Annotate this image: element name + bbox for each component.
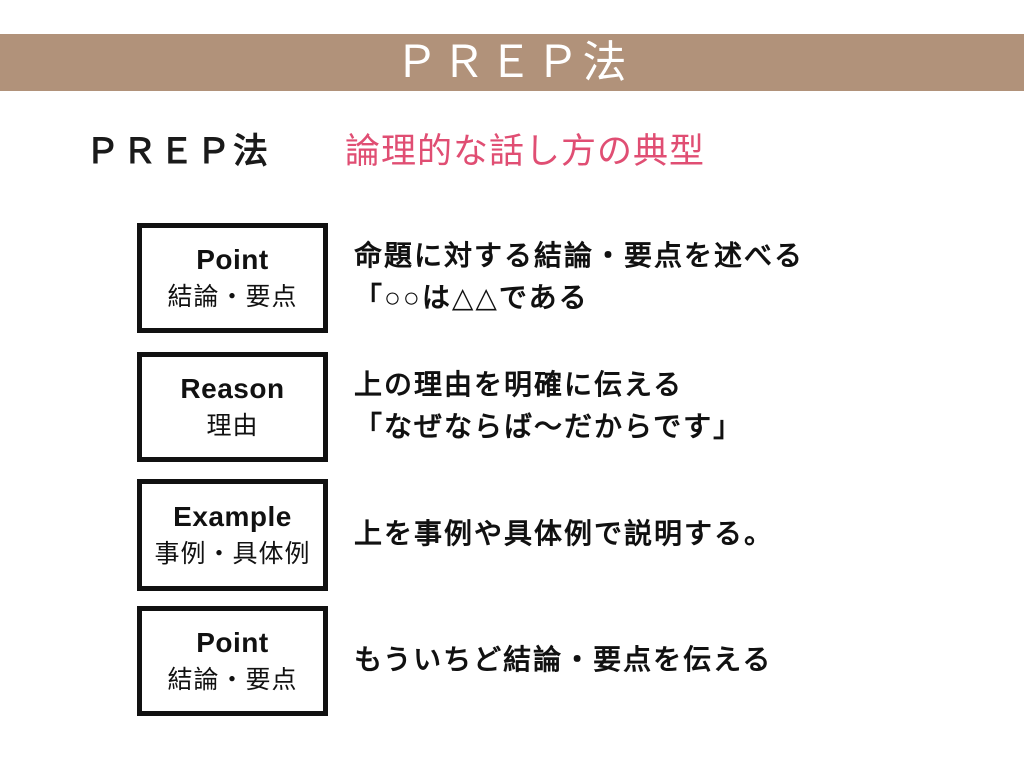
step-label-ja: 結論・要点	[167, 282, 298, 311]
step-label-en: Point	[196, 243, 269, 275]
heading-subtitle: 論理的な話し方の典型	[345, 132, 706, 171]
step-description-line: 上を事例や具体例で説明する。	[354, 519, 775, 550]
step-description-line: 「○○は△△である	[354, 283, 589, 314]
step-label-ja: 理由	[206, 411, 259, 440]
step-box-example: Example 事例・具体例	[137, 479, 328, 591]
step-label-ja: 事例・具体例	[154, 539, 311, 568]
step-row-point-1: Point 結論・要点 命題に対する結論・要点を述べる 「○○は△△である	[137, 223, 804, 333]
step-description: 命題に対する結論・要点を述べる 「○○は△△である	[354, 236, 804, 320]
step-label-en: Reason	[180, 372, 285, 404]
step-row-example: Example 事例・具体例 上を事例や具体例で説明する。	[137, 479, 774, 591]
step-description: もういちど結論・要点を伝える	[354, 640, 772, 682]
step-label-en: Example	[173, 500, 292, 532]
step-row-reason: Reason 理由 上の理由を明確に伝える 「なぜならば〜だからです」	[137, 352, 743, 462]
step-description-line: 命題に対する結論・要点を述べる	[354, 241, 805, 272]
step-label-en: Point	[196, 626, 269, 658]
step-label-ja: 結論・要点	[167, 665, 298, 694]
step-box-point-2: Point 結論・要点	[137, 606, 328, 716]
title-banner: ＰＲＥＰ法	[0, 34, 1024, 91]
step-description-line: 上の理由を明確に伝える	[354, 370, 684, 401]
step-description: 上の理由を明確に伝える 「なぜならば〜だからです」	[354, 365, 743, 449]
step-description-line: 「なぜならば〜だからです」	[354, 412, 744, 443]
step-description-line: もういちど結論・要点を伝える	[354, 645, 773, 676]
step-box-reason: Reason 理由	[137, 352, 328, 462]
step-box-point-1: Point 結論・要点	[137, 223, 328, 333]
banner-title: ＰＲＥＰ法	[394, 37, 630, 87]
heading-title: ＰＲＥＰ法	[85, 132, 271, 171]
step-row-point-2: Point 結論・要点 もういちど結論・要点を伝える	[137, 606, 772, 716]
step-description: 上を事例や具体例で説明する。	[354, 514, 774, 556]
